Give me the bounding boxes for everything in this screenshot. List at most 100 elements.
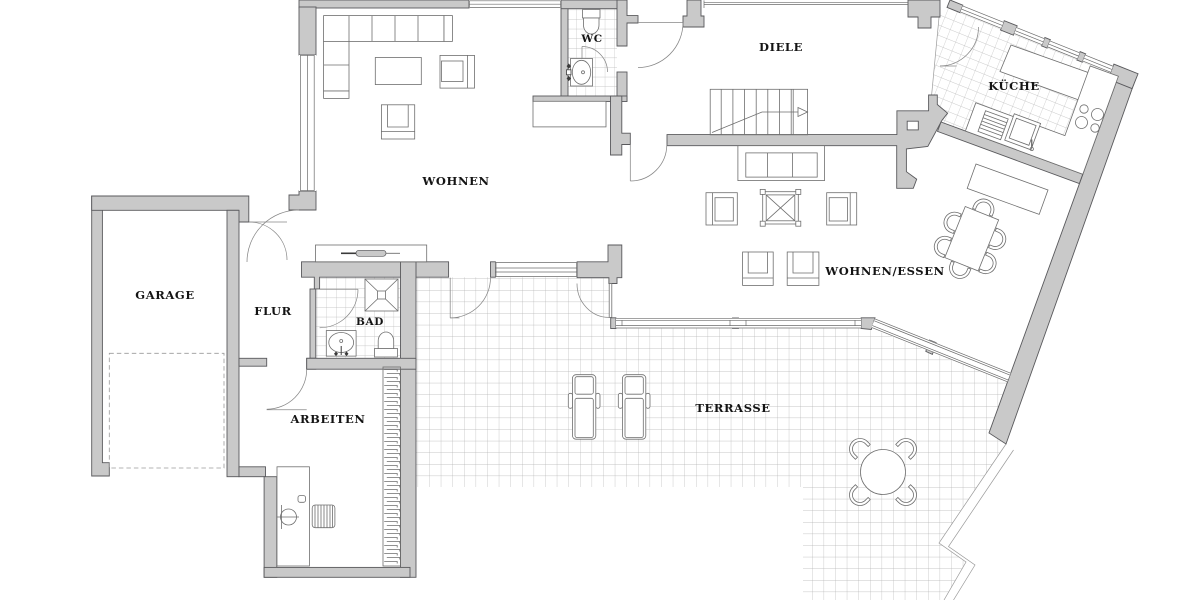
- door-essen-terrace: [576, 283, 613, 318]
- dining-area: [933, 198, 1007, 279]
- stair-treads: [720, 89, 794, 135]
- kitchen-sink: [977, 110, 1042, 151]
- windows-kitchen: [960, 5, 1114, 73]
- wc-sink: [566, 58, 593, 87]
- dining-chair-w2: [933, 235, 952, 259]
- window-kitchen-2: [1013, 26, 1045, 46]
- wall-arbeiten-west: [263, 476, 278, 578]
- wall-wohnen-west-upper: [298, 6, 317, 56]
- door-bad: [319, 288, 359, 329]
- wall-wohnen-top: [298, 0, 470, 9]
- dining-chair-e2: [978, 251, 997, 275]
- stair-direction-arrow: [711, 106, 809, 133]
- closet-arbeiten: [382, 366, 401, 567]
- wall-bad-left: [309, 288, 317, 359]
- chair-essen-south-2: [786, 251, 820, 286]
- chair-essen-south-1: [742, 251, 774, 286]
- terrace-edge-line-outer: [938, 443, 1007, 600]
- dining-chair-w1: [943, 211, 962, 235]
- terrace-chair-sw: [849, 484, 871, 506]
- label-terrasse: TERRASSE: [695, 401, 770, 415]
- garage-parking-space: [108, 352, 225, 469]
- wall-wohnen-west-lower: [288, 190, 317, 211]
- wall-wohnen-east-upper: [610, 95, 631, 156]
- dining-sideboard: [966, 163, 1049, 215]
- chimney-flue-opening: [906, 120, 919, 131]
- bad-fixtures: [325, 278, 399, 358]
- window-terrace-band-diagonal: [871, 318, 1011, 383]
- kitchen-fixtures: [964, 44, 1119, 215]
- terrace-chair-ne: [895, 438, 917, 460]
- wall-garage-left: [91, 195, 110, 477]
- coffee-table-wohnen: [374, 57, 422, 86]
- desk-arbeiten: [276, 466, 310, 567]
- dining-chair-s: [949, 260, 972, 279]
- staircase: [709, 88, 809, 136]
- window-kitchen-3: [1047, 40, 1080, 60]
- kitchen-stove: [1075, 104, 1104, 133]
- dining-table: [944, 205, 1000, 272]
- sofa-essen: [737, 145, 825, 181]
- window-wohnen-west: [299, 55, 316, 191]
- bad-toilet: [374, 331, 398, 358]
- door-flur-arbeiten: [266, 369, 308, 411]
- terrace-chair-se: [895, 484, 917, 506]
- wall-garage-top: [91, 195, 250, 223]
- label-wohnen: WOHNEN: [421, 174, 489, 188]
- wall-diele-top-left-jamb: [682, 0, 705, 28]
- bad-shower: [364, 278, 399, 312]
- wall-arbeiten-bottom: [263, 566, 411, 578]
- sofa-corner-wohnen: [323, 15, 453, 99]
- armchair-essen-west: [705, 192, 738, 226]
- door-diele-essen: [629, 144, 668, 182]
- kitchen-top-wall-group: [946, 0, 1139, 90]
- doors: [246, 22, 979, 411]
- wall-flur-bottom: [238, 357, 268, 367]
- label-garage: GARAGE: [135, 288, 194, 302]
- wc-toilet: [582, 9, 601, 35]
- armchair-essen-east: [826, 192, 858, 226]
- furniture: [108, 9, 1119, 567]
- terrace-edge-line-inner: [948, 449, 1014, 600]
- terrace-chair-nw: [849, 438, 871, 460]
- terrace-round-table: [860, 449, 906, 495]
- wall-diele-bottom-chimney: [666, 94, 949, 189]
- window-diele-top: [703, 0, 909, 8]
- post-terrace-window-left: [610, 317, 617, 329]
- door-wohnen-diele: [637, 22, 684, 68]
- wall-wc-right-upper: [616, 0, 639, 47]
- armchair-wohnen-east: [439, 55, 475, 89]
- armchair-wohnen-south: [380, 104, 416, 140]
- label-wohnen-essen: WOHNEN/ESSEN: [824, 264, 944, 278]
- label-wc: WC: [580, 33, 602, 45]
- terrace-table-set: [849, 438, 917, 506]
- wall-diele-top-right: [907, 0, 941, 29]
- window-wohnen-top: [469, 0, 561, 8]
- wall-garage-right: [226, 209, 240, 478]
- wall-arbeiten-right: [400, 261, 417, 578]
- window-kitchen-4: [1082, 54, 1114, 73]
- label-diele: DIELE: [759, 40, 803, 54]
- door-entry-flur: [248, 221, 288, 261]
- dresser-wohnen-ne: [532, 100, 607, 128]
- window-terrace-band: [616, 317, 861, 329]
- label-bad: BAD: [356, 316, 384, 328]
- window-kitchen-1: [960, 5, 1004, 30]
- dining-chair-n: [972, 198, 995, 217]
- entry-floor-line: [929, 6, 941, 113]
- dining-table-set: [933, 198, 1007, 279]
- label-arbeiten: ARBEITEN: [290, 412, 366, 426]
- wc-fixtures: [566, 9, 601, 87]
- sun-lounger-2: [617, 374, 651, 440]
- wall-south-window-jamb: [490, 261, 496, 278]
- label-flur: FLUR: [254, 304, 292, 318]
- windows: [299, 0, 1114, 383]
- wall-wohnen-east-lower: [576, 244, 623, 284]
- table-essen-square: [759, 188, 802, 227]
- wall-bad-bottom: [306, 357, 417, 370]
- wall-garage-bottom-stub: [238, 466, 266, 478]
- label-kueche: KÜCHE: [988, 79, 1039, 93]
- kitchen-counter: [964, 65, 1119, 175]
- door-wohnen-terrace: [449, 277, 491, 319]
